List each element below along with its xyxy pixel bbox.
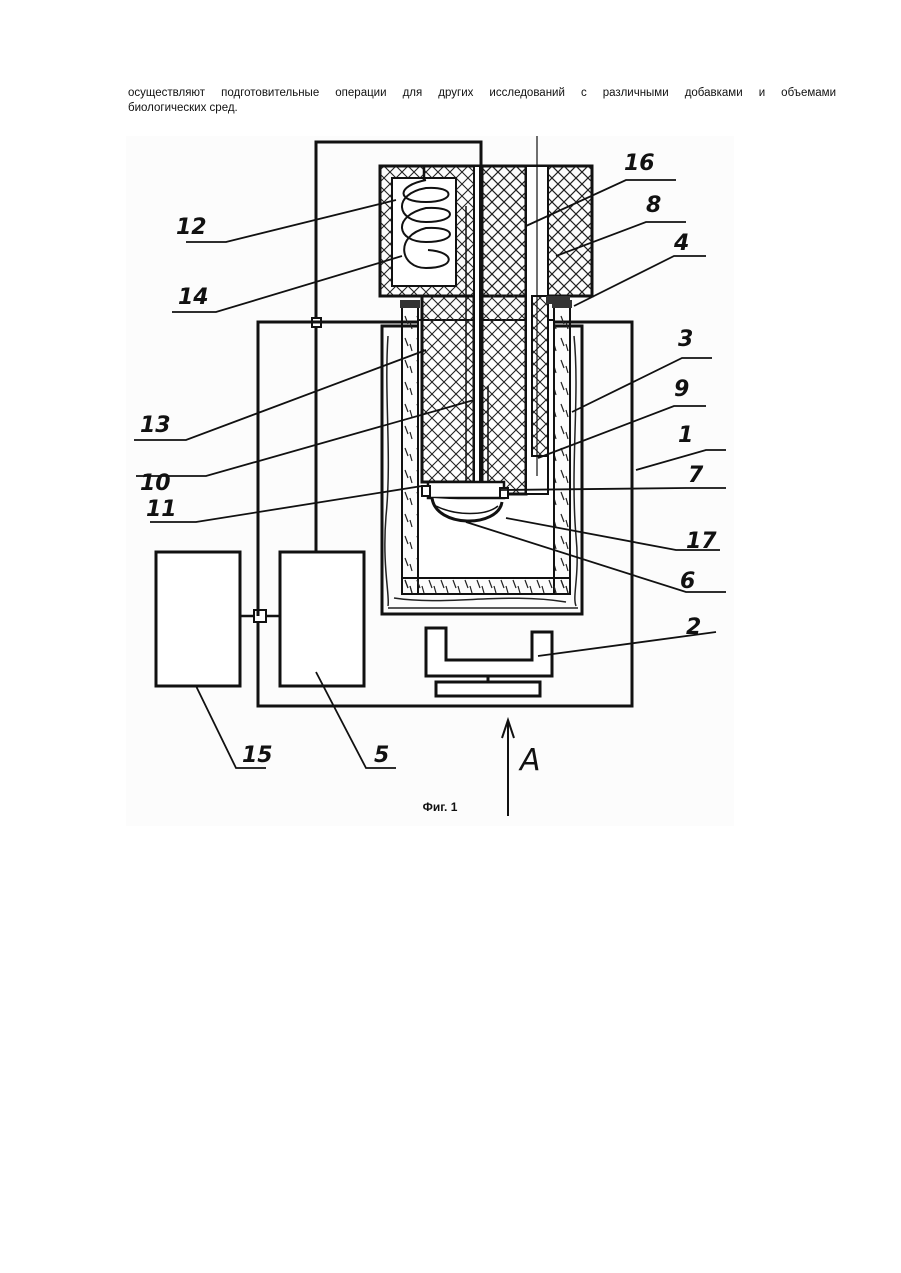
figure-caption: Фиг. 1 (0, 800, 880, 814)
part-label: 12 (176, 215, 207, 240)
part-label: 13 (140, 413, 171, 438)
part-label: 7 (688, 463, 704, 488)
part-label: 5 (374, 743, 389, 768)
paragraph-line: осуществляют подготовительные операции д… (128, 86, 836, 101)
body-paragraph: осуществляют подготовительные операции д… (128, 86, 836, 116)
block-5 (280, 552, 364, 686)
part-label: 10 (140, 471, 171, 496)
part-label: 3 (678, 327, 693, 352)
part-label: 15 (242, 743, 273, 768)
part-label: 11 (146, 497, 177, 522)
part-label: 4 (673, 231, 689, 256)
part-label: 1 (678, 423, 693, 448)
paragraph-line: биологических сред. (128, 101, 836, 116)
view-direction-label: А (518, 743, 541, 778)
part-label: 16 (624, 151, 655, 176)
part-label: 17 (686, 529, 717, 554)
part-label: 14 (178, 285, 209, 310)
part-label: 2 (686, 615, 701, 640)
part-label: 8 (646, 193, 661, 218)
block-15 (156, 552, 240, 686)
part-label: 6 (680, 569, 695, 594)
part-label: 9 (674, 377, 689, 402)
technical-drawing: А 16 8 4 3 9 1 7 17 6 2 12 14 13 10 11 1… (126, 136, 734, 826)
